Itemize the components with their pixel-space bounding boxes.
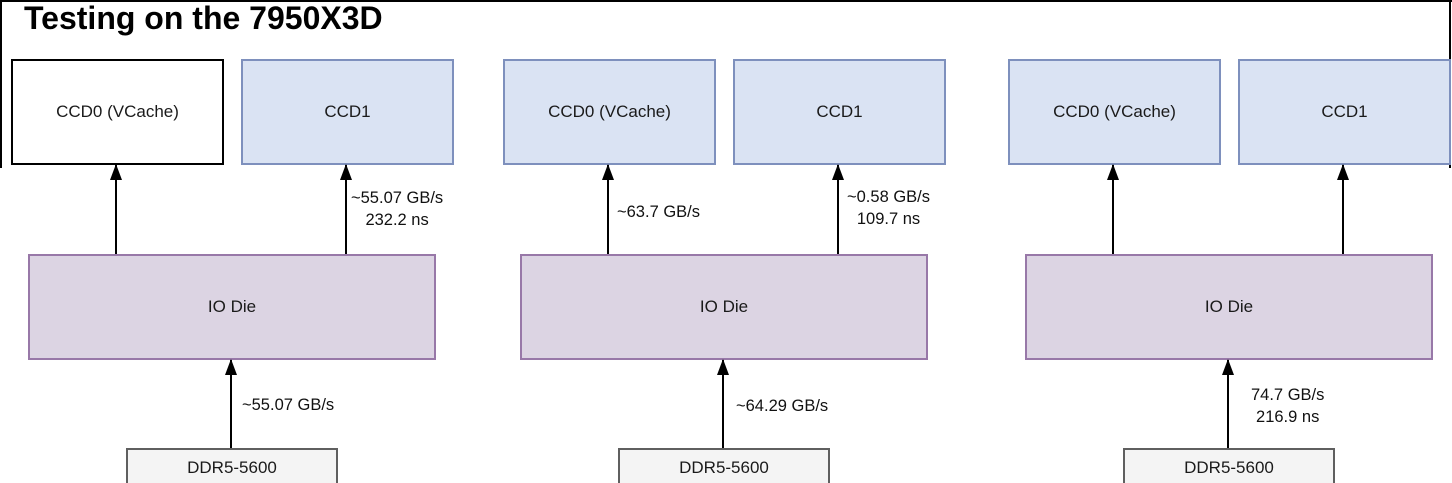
io-die-box: IO Die <box>520 254 928 360</box>
ddr5-box: DDR5-5600 <box>126 448 338 483</box>
io-to-ccd0-arrow <box>1106 164 1119 254</box>
ccd1-label: CCD1 <box>324 102 371 121</box>
diagram-2: CCD0 (VCache) CCD1 IO Die DDR5-5600 ~63.… <box>500 55 947 483</box>
io-to-ccd0-arrow <box>109 164 122 254</box>
ccd1-bandwidth-line: ~55.07 GB/s <box>351 189 444 207</box>
ddr-to-io-arrow <box>224 359 237 448</box>
frame-top-border <box>0 0 1452 2</box>
ddr-to-io-arrow <box>716 359 729 448</box>
ddr-bandwidth-label: ~64.29 GB/s <box>736 395 828 417</box>
page-title: Testing on the 7950X3D <box>24 0 383 36</box>
io-to-ccd1-arrow <box>339 164 352 254</box>
io-die-label: IO Die <box>1204 297 1254 316</box>
ddr5-label: DDR5-5600 <box>1184 458 1274 477</box>
ddr-bandwidth-line: ~64.29 GB/s <box>736 397 829 415</box>
ccd1-label: CCD1 <box>816 102 863 121</box>
ccd1-bandwidth-line: ~0.58 GB/s <box>847 188 931 206</box>
ccd1-latency-line: 232.2 ns <box>365 211 429 229</box>
ccd0-box: CCD0 (VCache) <box>11 59 224 165</box>
ddr5-box: DDR5-5600 <box>618 448 830 483</box>
ccd0-box: CCD0 (VCache) <box>503 59 716 165</box>
io-die-box: IO Die <box>1025 254 1433 360</box>
frame-left-border <box>0 0 2 168</box>
ccd1-box: CCD1 <box>1238 59 1451 165</box>
ddr-bandwidth-line: ~55.07 GB/s <box>242 396 335 414</box>
ddr5-label: DDR5-5600 <box>187 458 277 477</box>
io-to-ccd1-arrow <box>831 164 844 254</box>
ddr-bandwidth-line: 74.7 GB/s <box>1251 386 1325 404</box>
ddr5-label: DDR5-5600 <box>679 458 769 477</box>
ccd0-bandwidth-label: ~63.7 GB/s <box>617 201 700 223</box>
ccd1-box: CCD1 <box>733 59 946 165</box>
ccd0-label: CCD0 (VCache) <box>1053 102 1176 121</box>
ccd1-label: CCD1 <box>1321 102 1368 121</box>
ccd0-label: CCD0 (VCache) <box>548 102 671 121</box>
ccd0-label: CCD0 (VCache) <box>56 102 179 121</box>
io-to-ccd1-arrow <box>1336 164 1349 254</box>
io-die-label: IO Die <box>207 297 257 316</box>
ddr-bandwidth-label: ~55.07 GB/s <box>242 394 334 416</box>
io-to-ccd0-arrow <box>601 164 614 254</box>
ccd1-bandwidth-label: ~55.07 GB/s 232.2 ns <box>351 187 443 231</box>
ddr-latency-line: 216.9 ns <box>1256 408 1320 426</box>
io-die-box: IO Die <box>28 254 436 360</box>
ccd0-box: CCD0 (VCache) <box>1008 59 1221 165</box>
io-die-label: IO Die <box>699 297 749 316</box>
diagram-3: CCD0 (VCache) CCD1 IO Die DDR5-5600 74.7… <box>1005 55 1452 483</box>
ddr-bandwidth-label: 74.7 GB/s 216.9 ns <box>1251 384 1324 428</box>
ddr5-box: DDR5-5600 <box>1123 448 1335 483</box>
ccd1-bandwidth-label: ~0.58 GB/s 109.7 ns <box>847 186 930 230</box>
ccd1-box: CCD1 <box>241 59 454 165</box>
ddr-to-io-arrow <box>1221 359 1234 448</box>
ccd1-latency-line: 109.7 ns <box>856 210 921 228</box>
ccd0-bandwidth-line: ~63.7 GB/s <box>617 203 701 221</box>
diagram-1: CCD0 (VCache) CCD1 IO Die DDR5-5600 ~55.… <box>8 55 455 483</box>
